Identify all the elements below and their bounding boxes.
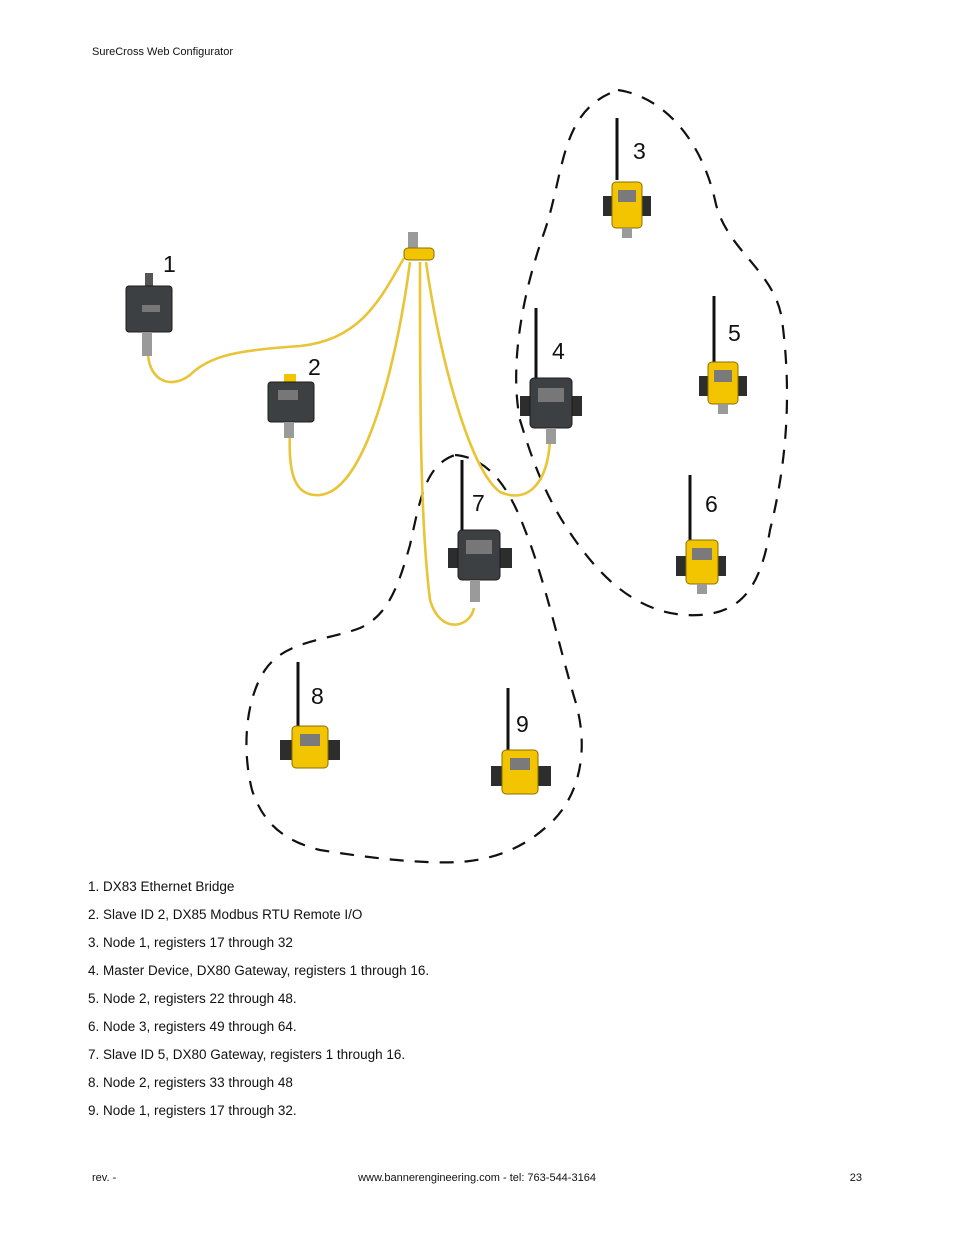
node-device-9 — [491, 688, 551, 795]
legend-item: 3. Node 1, registers 17 through 32 — [88, 935, 293, 950]
node-device-8 — [280, 662, 340, 769]
callout-4: 4 — [552, 338, 565, 364]
cable-group — [146, 257, 552, 626]
callout-7: 7 — [472, 490, 485, 516]
legend-item: 4. Master Device, DX80 Gateway, register… — [88, 963, 430, 978]
device-legend: 1. DX83 Ethernet Bridge 2. Slave ID 2, D… — [88, 878, 429, 1130]
legend-item: 6. Node 3, registers 49 through 64. — [88, 1019, 297, 1034]
callout-5: 5 — [728, 320, 741, 346]
node-device-3 — [603, 118, 651, 238]
cable-gateway7 — [418, 261, 476, 626]
network-diagram: 1 2 3 4 5 6 7 8 9 — [125, 88, 789, 864]
legend-item: 2. Slave ID 2, DX85 Modbus RTU Remote I/… — [88, 907, 363, 922]
callout-3: 3 — [633, 138, 646, 164]
footer-contact: www.bannerengineering.com - tel: 763-544… — [358, 1172, 596, 1184]
network-boundary-master — [515, 88, 789, 617]
network-boundary-slave5 — [245, 453, 583, 864]
cable-master — [424, 261, 552, 497]
callout-1: 1 — [163, 251, 176, 277]
callout-8: 8 — [311, 683, 324, 709]
dx80-gateway-slave5 — [448, 460, 512, 602]
legend-item: 5. Node 2, registers 22 through 48. — [88, 991, 297, 1006]
callout-9: 9 — [516, 711, 529, 737]
legend-item: 9. Node 1, registers 17 through 32. — [88, 1103, 297, 1118]
callout-2: 2 — [308, 354, 321, 380]
page-header-title: SureCross Web Configurator — [92, 46, 234, 58]
footer-page-number: 23 — [849, 1172, 862, 1184]
cable-slave2 — [288, 261, 412, 497]
cable-bridge — [146, 257, 406, 384]
legend-item: 7. Slave ID 5, DX80 Gateway, registers 1… — [88, 1047, 406, 1062]
callout-6: 6 — [705, 491, 718, 517]
legend-item: 1. DX83 Ethernet Bridge — [88, 879, 235, 894]
dx83-ethernet-bridge — [125, 273, 173, 356]
node-device-6 — [676, 475, 726, 594]
cable-splitter — [403, 232, 435, 261]
node-device-5 — [699, 296, 747, 414]
legend-item: 8. Node 2, registers 33 through 48 — [88, 1075, 293, 1090]
footer-revision: rev. - — [92, 1172, 117, 1184]
dx85-remote-io — [267, 374, 315, 438]
dx80-gateway-master — [520, 308, 582, 444]
